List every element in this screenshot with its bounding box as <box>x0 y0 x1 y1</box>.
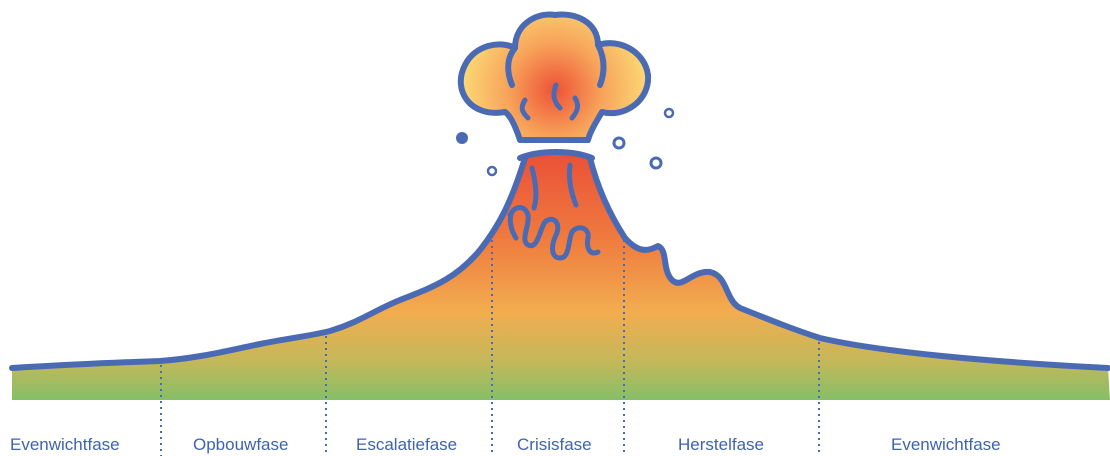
phase-label-evenwichtfase-end: Evenwichtfase <box>891 435 1001 454</box>
phase-label-opbouwfase: Opbouwfase <box>193 435 288 454</box>
phase-label-herstelfase: Herstelfase <box>678 435 764 454</box>
phase-labels: Evenwichtfase Opbouwfase Escalatiefase C… <box>10 435 1001 454</box>
phase-label-escalatiefase: Escalatiefase <box>356 435 457 454</box>
ejecta-dot <box>456 132 468 144</box>
ejecta-dot <box>651 158 661 168</box>
ejecta-dot <box>614 138 624 148</box>
ejecta-dot <box>488 167 496 175</box>
phase-label-crisisfase: Crisisfase <box>517 435 592 454</box>
phase-label-evenwichtfase-start: Evenwichtfase <box>10 435 120 454</box>
eruption-cloud <box>461 14 648 140</box>
volcano-mountain <box>12 152 1110 400</box>
ejecta-dot <box>665 109 673 117</box>
